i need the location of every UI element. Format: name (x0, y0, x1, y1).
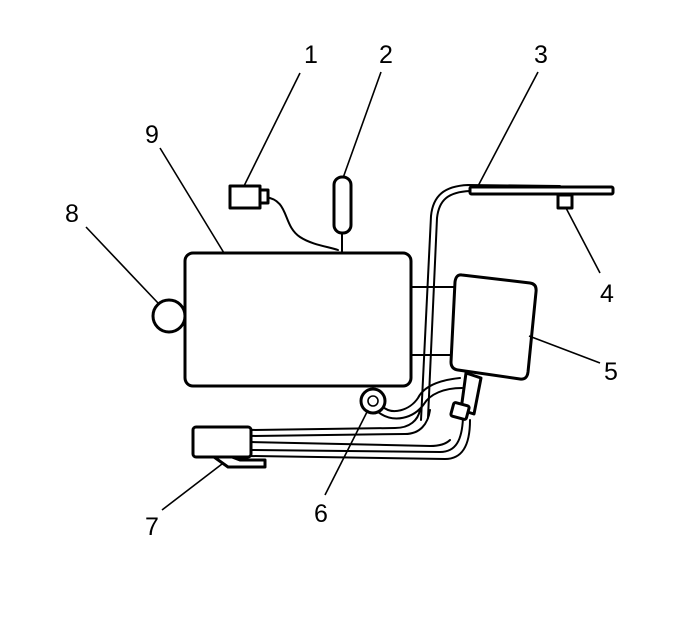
leader-lines (85, 71, 601, 511)
callout-2: 2 (379, 41, 393, 69)
grommet-6 (359, 387, 387, 415)
plug-connector (449, 371, 483, 421)
leader-7 (161, 463, 223, 511)
leader-3 (476, 71, 539, 189)
callout-3: 3 (534, 41, 548, 69)
callout-9: 9 (145, 121, 159, 149)
leader-6 (324, 409, 369, 496)
leader-1 (243, 72, 301, 187)
wiring-harness (249, 184, 561, 460)
control-module (183, 251, 413, 388)
box-5 (449, 273, 538, 381)
callout-1: 1 (304, 41, 318, 69)
callout-5: 5 (604, 358, 618, 386)
leader-9 (159, 147, 225, 254)
round-connector-8 (151, 298, 187, 334)
antenna-clip (556, 193, 574, 210)
callout-6: 6 (314, 500, 328, 528)
leader-4 (565, 207, 601, 274)
antenna-lead-2 (332, 175, 353, 235)
callout-4: 4 (600, 280, 614, 308)
connector-7 (191, 425, 267, 469)
callout-8: 8 (65, 200, 79, 228)
callout-7: 7 (145, 513, 159, 541)
antenna-bar (468, 185, 615, 210)
leader-8 (85, 226, 159, 304)
leader-2 (342, 71, 382, 179)
leader-5 (528, 335, 601, 364)
callout-labels: 1 2 3 4 5 6 7 8 9 (65, 41, 618, 541)
connector-1 (228, 184, 270, 210)
